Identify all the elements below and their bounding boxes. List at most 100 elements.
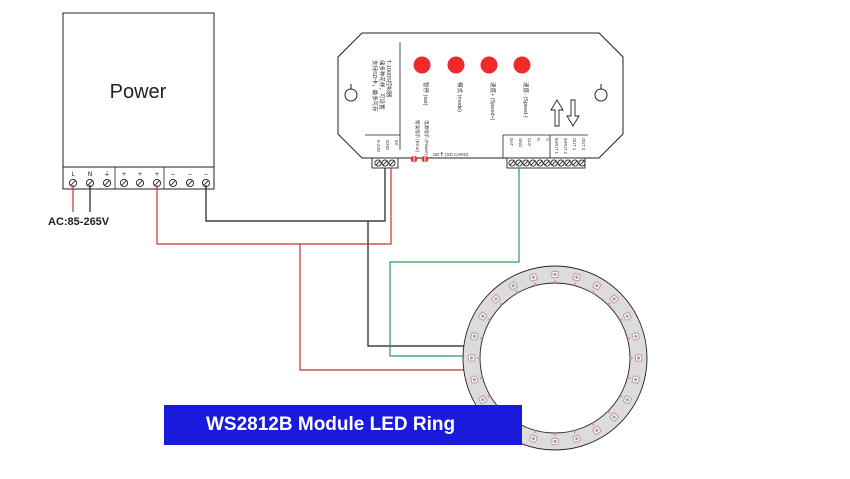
wire-ground — [205, 168, 472, 347]
output-port-label: OUT 2 — [581, 138, 586, 151]
indicator-label-power: 电源指示 (Power) — [423, 120, 430, 156]
controller-button-label: 速度- (Speed-) — [522, 82, 530, 118]
screw-terminal-icon — [543, 159, 551, 167]
led-icon — [550, 269, 560, 283]
power-terminal-symbol: + — [137, 171, 142, 178]
led-icon — [571, 430, 582, 444]
screw-terminal-icon — [529, 159, 537, 167]
controller-info-line-3: T-1000S控制器 — [385, 60, 393, 98]
indicator-label-error: 错误指示 (Error) — [414, 120, 421, 153]
led-icon — [491, 294, 503, 306]
output-port-label: CLK — [527, 138, 532, 146]
screw-terminal-icon — [374, 159, 382, 167]
screw-terminal-icon — [557, 159, 565, 167]
arrow-up-icon — [550, 99, 564, 127]
controller-buttons: 暂停 (set) 模式 (mode) 速度+ (Speed+) 速度- (Speed-… — [413, 56, 531, 121]
wire-power — [156, 168, 478, 371]
controller-button: 暂停 (set) — [413, 56, 431, 106]
power-in-label-3: 5V — [394, 140, 399, 146]
led-icon — [591, 422, 602, 436]
mounting-hole-left-icon — [344, 84, 358, 102]
output-port-label: GND — [518, 138, 523, 147]
screw-terminal-icon — [536, 159, 544, 167]
wire-data — [389, 168, 520, 357]
screw-terminal-icon — [578, 159, 586, 167]
led-ring — [462, 265, 648, 451]
power-supply-body — [62, 12, 215, 168]
screw-terminal-icon — [152, 178, 162, 188]
screw-terminal-icon — [185, 178, 195, 188]
power-terminal-symbol: ⏚ — [104, 171, 110, 178]
screw-terminal-icon — [522, 159, 530, 167]
power-terminal-symbol: L — [71, 171, 75, 178]
led-icon — [607, 294, 619, 306]
led-icon — [528, 272, 539, 286]
screw-terminal-icon — [168, 178, 178, 188]
controller-body — [337, 32, 624, 159]
output-port-label: DAT — [509, 138, 514, 147]
ac-input-label: AC:85-265V — [48, 216, 110, 228]
power-supply: Power L N ⏚ + + + − − − AC:85-265V — [48, 12, 215, 228]
led-icon — [550, 433, 560, 447]
led-icon — [630, 353, 644, 363]
screw-terminal-icon — [102, 178, 112, 188]
screw-terminal-icon — [508, 159, 516, 167]
led-icon — [627, 331, 641, 342]
power-terminal-symbol: − — [203, 171, 208, 178]
screw-terminal-icon — [571, 159, 579, 167]
power-supply-title: Power — [110, 81, 167, 103]
power-in-label-1: 5-24V — [376, 140, 381, 152]
led-icon — [571, 272, 582, 286]
screw-terminal-icon — [85, 178, 95, 188]
output-port-label: A — [545, 138, 550, 141]
screw-terminal-icon — [515, 159, 523, 167]
led-icon — [477, 394, 491, 405]
screw-terminal-icon — [201, 178, 211, 188]
led-icon — [469, 331, 483, 342]
controller-button-label: 速度+ (Speed+) — [489, 82, 497, 121]
led-ring-label-banner: WS2812B Module LED Ring — [164, 405, 522, 445]
led-icon — [619, 311, 633, 322]
screw-terminal-icon — [135, 178, 145, 188]
controller-button-label: 暂停 (set) — [422, 82, 430, 106]
led-icon — [508, 280, 519, 294]
led-icon — [627, 374, 641, 385]
output-port-label: INPUT 2 — [563, 138, 568, 155]
controller-button: 速度- (Speed-) — [513, 56, 531, 118]
output-port-label: INPUT 1 — [554, 138, 559, 155]
controller-button: 速度+ (Speed+) — [480, 56, 498, 121]
sd-card-label: SD卡 (SD CARD) — [433, 151, 469, 158]
power-terminal-symbol: + — [121, 171, 126, 178]
output-port-label: D — [536, 138, 541, 141]
led-icon — [469, 374, 483, 385]
power-terminal-symbol: − — [187, 171, 192, 178]
power-terminals: L N ⏚ + + + − − − — [68, 171, 211, 188]
led-icon — [607, 410, 619, 422]
power-terminal-symbol: − — [170, 171, 175, 178]
controller-info-line-2: 储多种花样，可设置 — [378, 60, 386, 110]
power-terminal-symbol: + — [154, 171, 159, 178]
controller-button-label: 模式 (mode) — [456, 82, 464, 112]
screw-terminal-icon — [68, 178, 78, 188]
controller: 支持SD卡，最多可存 储多种花样，可设置 T-1000S控制器 暂停 (set)… — [337, 32, 624, 169]
led-icon — [528, 430, 539, 444]
controller-button: 模式 (mode) — [447, 56, 465, 112]
led-icon — [619, 394, 633, 405]
output-port-label: OUT 1 — [572, 138, 577, 151]
wires — [72, 168, 520, 371]
screw-terminal-icon — [119, 178, 129, 188]
power-terminal-symbol: N — [88, 171, 93, 178]
screw-terminal-icon — [564, 159, 572, 167]
led-icon — [477, 311, 491, 322]
controller-info-line-1: 支持SD卡，最多可存 — [371, 60, 379, 112]
screw-terminal-icon — [550, 159, 558, 167]
arrow-down-icon — [566, 99, 580, 127]
power-in-label-2: GND — [385, 140, 390, 151]
output-port-labels: DAT GND CLK D A INPUT 1 INPUT 2 OUT 1 OUT 2 — [509, 138, 586, 155]
screw-terminal-icon — [388, 159, 396, 167]
mounting-hole-right-icon — [594, 84, 608, 102]
led-icon — [591, 280, 602, 294]
led-icon — [466, 353, 480, 363]
screw-terminal-icon — [381, 159, 389, 167]
